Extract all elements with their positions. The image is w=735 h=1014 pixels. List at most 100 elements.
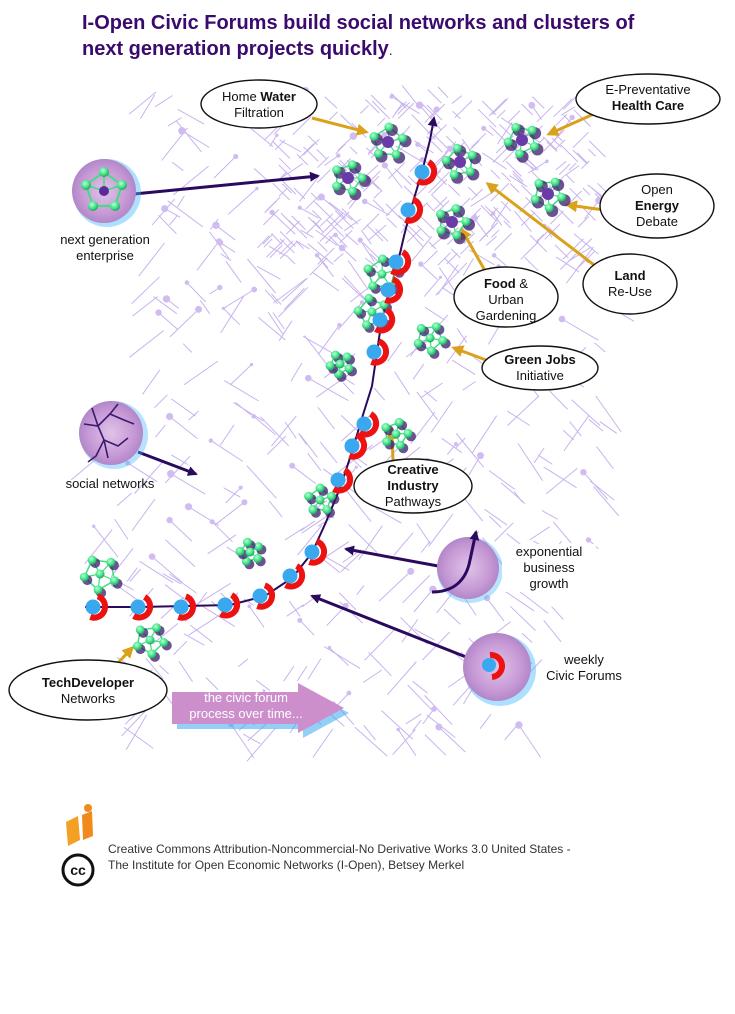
mesh-edge [158,312,179,330]
cluster-node [363,264,373,274]
mesh-edge [162,573,182,585]
mesh-node [415,101,424,109]
label-creative-bold2: Industry [387,478,439,493]
mesh-edge [552,521,572,544]
forum-arc [256,582,276,610]
mesh-edge [155,424,166,438]
cluster-node [330,350,340,360]
mesh-edge [448,675,466,688]
mesh-edge [299,619,315,636]
cluster-node [106,557,116,567]
mesh-edge [139,560,174,584]
mesh-edge [386,217,397,228]
forum-dot [414,164,430,180]
mesh-edge [307,243,334,265]
mesh-edge [531,96,545,109]
forum-dot [400,202,416,218]
mesh-edge [170,473,206,495]
mesh-edge [394,371,411,396]
mesh-edge [485,235,498,246]
mesh-node [209,519,215,525]
growth-curve-icon [431,530,503,603]
forum-dot [304,544,320,560]
label-green-jobs-bold: Green Jobs [504,352,576,367]
mesh-edge [328,201,353,221]
mesh-edge [307,216,324,233]
label-water-pre: Home [222,89,261,104]
mesh-edge [127,462,158,483]
mesh-node [249,362,254,367]
title-line-2: next generation projects quickly. [82,36,702,63]
mesh-node [337,322,342,328]
mesh-edge [329,647,350,666]
civic-forum-markers [85,159,438,621]
mesh-edge [347,260,369,291]
mesh-edge [501,588,535,612]
mesh-edge [555,160,567,171]
mesh-edge [401,85,418,105]
forum-arc [358,411,380,438]
pointer-water [311,116,369,136]
mesh-edge [381,710,414,740]
mesh-edge [131,276,160,304]
mesh-edge [599,421,617,434]
mesh-edge [563,165,580,177]
mesh-edge [178,660,193,682]
mesh-edge [175,120,202,153]
mesh-node [314,253,320,258]
cluster-center-node [145,635,155,645]
cluster-node [395,440,405,450]
label-water: Home Water Filtration [202,89,316,121]
mesh-edge [319,213,334,227]
cluster-node [436,226,446,235]
mesh-edge [554,129,566,140]
mesh-edge [171,398,196,417]
mesh-edge [373,190,382,199]
mesh-edge [594,342,606,353]
mesh-node [569,114,575,121]
mesh-edge [499,123,511,136]
forum-dot [330,472,346,488]
node-cluster [79,555,123,598]
mesh-edge [491,229,500,238]
mesh-node [381,131,388,138]
cluster-center-node [391,429,401,439]
mesh-edge [295,240,305,250]
mesh-edge [566,174,575,184]
label-exponential: exponential business growth [502,544,596,592]
mesh-edge [278,157,292,171]
mesh-edge [503,220,512,229]
mesh-edge [455,433,485,468]
mesh-edge [205,677,219,690]
mesh-edge [211,521,233,543]
mesh-edge [390,92,406,107]
mesh-edge [422,708,435,725]
mesh-edge [342,486,372,523]
mesh-edge [340,549,365,573]
forum-arc [219,592,241,619]
mesh-edge [541,509,558,520]
mesh-edge [283,665,295,682]
mesh-edge [274,139,286,151]
mesh-edge [337,211,347,220]
label-green-jobs: Green Jobs Initiative [484,352,596,384]
civic-forum-marker [372,307,396,334]
mesh-edge [546,141,558,152]
label-exponential-line3: growth [529,576,569,591]
mesh-edge [152,623,179,645]
mesh-edge [116,492,133,507]
mesh-edge [188,610,226,636]
mesh-edge [362,242,381,260]
cluster-node [465,167,475,176]
mesh-edge [183,360,219,386]
mesh-edge [477,108,497,128]
mesh-edge [551,137,562,148]
mesh-node [269,210,275,215]
mesh-edge [521,103,534,116]
cluster-node [394,417,404,427]
process-arrow-label: the civic forum process over time... [176,690,316,722]
mesh-node [515,721,523,729]
mesh-edge [413,588,434,613]
forum-dot [173,599,189,615]
cluster-node [159,638,169,647]
